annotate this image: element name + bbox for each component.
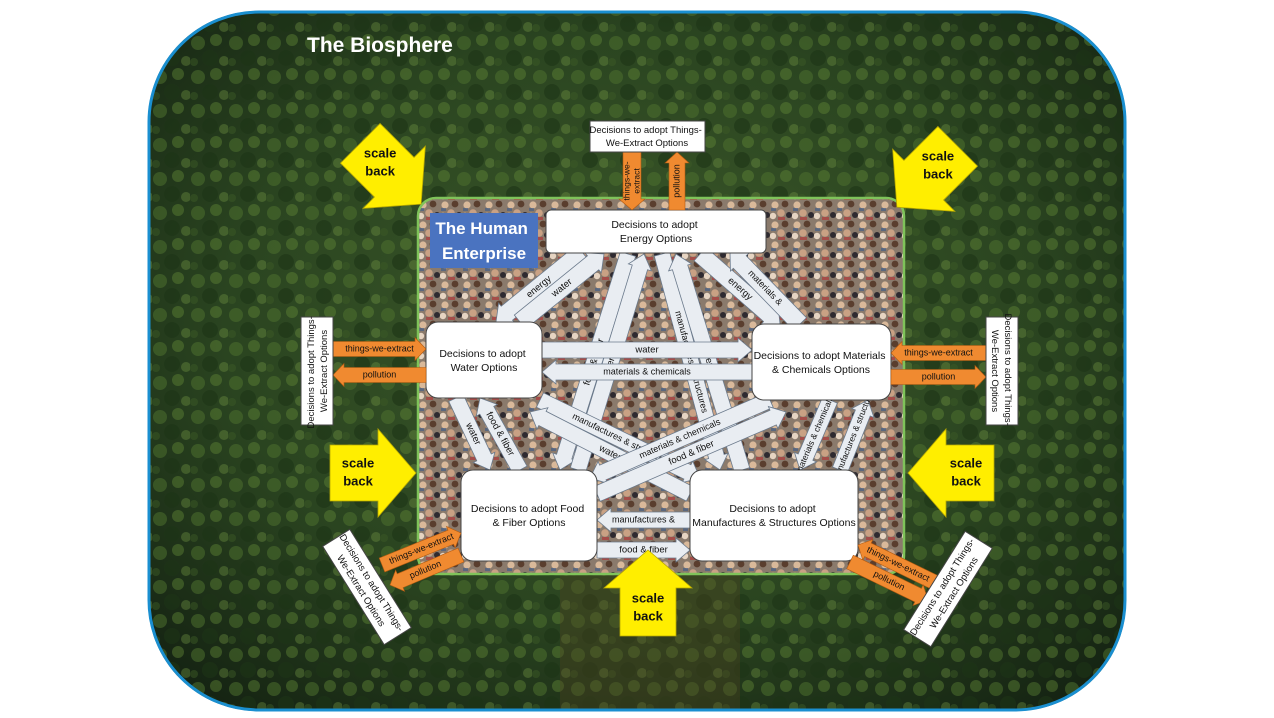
svg-text:back: back (633, 608, 663, 623)
svg-text:Decisions to adopt Materials: Decisions to adopt Materials & Chemicals… (754, 350, 889, 376)
scale-back-arrows: scalebackscalebackscalebackscalebackscal… (329, 122, 995, 637)
svg-text:back: back (343, 473, 373, 488)
extract-box-top: Decisions to adopt Things- We-Extract Op… (589, 120, 706, 153)
flow-top-pollution: pollution (664, 151, 690, 211)
scale-back-right: scale back (907, 427, 995, 519)
node-manufactures-structures: Decisions to adopt Manufactures & Struct… (689, 469, 859, 562)
link-food-manuf-1-label: manufactures & (612, 514, 675, 524)
biosphere-title: The Biosphere (307, 34, 453, 57)
flow-left-pollution-label: pollution (363, 369, 397, 379)
scale-back-top-right: scale back (892, 125, 979, 212)
link-food-manuf-2: food & fiber (596, 537, 691, 563)
flow-top-pollution-label: pollution (671, 164, 681, 198)
flow-top-extract-label: things-we-extract (621, 161, 641, 200)
svg-text:extract: extract (631, 168, 641, 194)
link-food-manuf-1: manufactures & (596, 507, 691, 533)
extract-box-left: Decisions to adopt Things- We-Extract Op… (300, 314, 334, 429)
svg-text:Decisions to adopt Water: Decisions to adopt Water Options (439, 348, 528, 374)
svg-text:Decisions to adopt Things-: Decisions to adopt Things- We-Extract Op… (590, 125, 705, 149)
svg-text:scale: scale (922, 149, 955, 164)
node-energy: Decisions to adopt Energy Options (545, 209, 767, 254)
link-water-food-1: water (448, 394, 496, 471)
scale-back-bottom: scale back (602, 549, 694, 637)
svg-text:The Human Enterprise: The Human Enterprise (435, 219, 532, 263)
svg-text:back: back (365, 164, 395, 179)
flow-top-extract (618, 151, 646, 211)
svg-text:Decisions to adopt Food: Decisions to adopt Food & Fiber Options (471, 503, 587, 529)
link-food-manuf-2-label: food & fiber (619, 545, 668, 556)
svg-text:scale: scale (342, 455, 375, 470)
svg-text:scale: scale (950, 455, 983, 470)
link-water-materials-1-label: water (634, 345, 658, 356)
svg-text:back: back (923, 167, 953, 182)
link-water-materials-1: water (541, 337, 753, 363)
node-water: Decisions to adopt Water Options (425, 321, 543, 399)
svg-text:scale: scale (632, 590, 665, 605)
svg-text:back: back (951, 473, 981, 488)
scale-back-top-left: scale back (339, 122, 426, 209)
human-enterprise-title: The Human Enterprise (430, 213, 538, 268)
flow-left-pollution: pollution (332, 362, 427, 388)
flow-left-extract-label: things-we-extract (345, 343, 414, 353)
svg-text:Decisions to adopt Things-: Decisions to adopt Things- We-Extract Op… (306, 314, 330, 429)
svg-text:things-we-: things-we- (621, 161, 631, 200)
svg-text:Decisions to adopt Energ: Decisions to adopt Energy Options (611, 219, 700, 245)
link-energy-water-2: water (513, 252, 605, 330)
flow-right-extract: things-we-extract (890, 340, 987, 366)
link-water-materials-2: materials & chemicals (541, 359, 753, 385)
node-materials-chemicals: Decisions to adopt Materials & Chemicals… (751, 323, 892, 401)
node-food-fiber: Decisions to adopt Food & Fiber Options (460, 469, 598, 562)
scale-back-left: scale back (329, 427, 417, 519)
extract-box-right: Decisions to adopt Things- We-Extract Op… (985, 314, 1019, 429)
svg-text:Decisions to adopt Things-: Decisions to adopt Things- We-Extract Op… (989, 314, 1013, 429)
svg-text:scale: scale (364, 146, 397, 161)
biosphere-border (147, 10, 1127, 712)
flow-right-pollution: pollution (890, 364, 987, 390)
flow-right-extract-label: things-we-extract (904, 347, 973, 357)
flow-right-pollution-label: pollution (922, 371, 956, 381)
link-water-materials-2-label: materials & chemicals (603, 366, 691, 376)
flow-left-extract: things-we-extract (332, 336, 427, 362)
svg-text:Decisions to adopt Manuf: Decisions to adopt Manufactures & Struct… (692, 503, 855, 529)
